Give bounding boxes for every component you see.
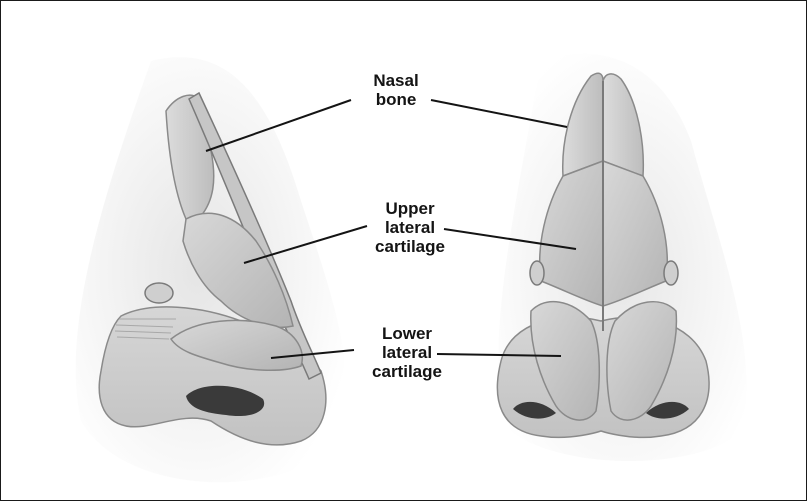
lateral-sesamoid-cartilage xyxy=(145,283,173,303)
lateral-view-nose xyxy=(76,57,346,482)
frontal-right-sesamoid xyxy=(664,261,678,285)
frontal-left-sesamoid xyxy=(530,261,544,285)
label-lower-lateral-line1: Lower xyxy=(352,324,462,343)
label-nasal-bone: Nasal bone xyxy=(358,71,434,109)
label-nasal-bone-line2: bone xyxy=(358,90,434,109)
label-nasal-bone-line1: Nasal xyxy=(358,71,434,90)
frontal-alar-base xyxy=(497,317,709,437)
label-upper-lateral-cartilage: Upper lateral cartilage xyxy=(359,199,461,256)
label-lower-lateral-line2: lateral xyxy=(352,343,462,362)
label-upper-lateral-line1: Upper xyxy=(359,199,461,218)
label-upper-lateral-line3: cartilage xyxy=(359,237,461,256)
label-lower-lateral-cartilage: Lower lateral cartilage xyxy=(352,324,462,381)
label-upper-lateral-line2: lateral xyxy=(359,218,461,237)
frontal-view-nose xyxy=(497,54,746,461)
label-lower-lateral-line3: cartilage xyxy=(352,362,462,381)
